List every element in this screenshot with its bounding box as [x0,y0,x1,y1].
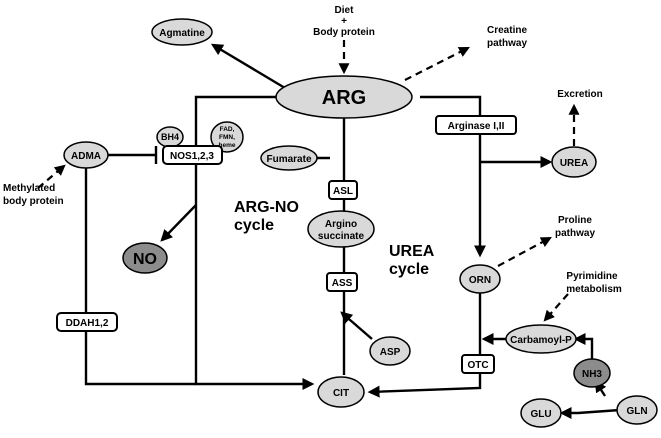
asl-label: ASL [333,186,353,197]
cit-node: CIT [317,376,365,408]
proline-pathway-label: pathway [555,228,595,239]
nh3-node: NH3 [573,358,611,388]
nos-label: NOS1,2,3 [170,151,214,162]
gln-to-glu-arrow [559,407,621,419]
asp-to-ass-arrow [340,311,373,340]
arginase-box: Arginase I,II [435,115,517,135]
orn-to-proline-arrow [497,236,552,267]
otc-label: OTC [467,360,488,371]
fumarate-node: Fumarate [260,145,318,171]
argino-line1-label: Argino [325,219,357,230]
diet-plus-label: + [341,16,347,27]
fumarate-label: Fumarate [266,154,311,165]
diet-label: Diet [335,5,355,16]
adma-to-cit-line [84,168,196,386]
urea-cycle-subtitle: cycle [389,261,429,278]
carbamoyl-label: Carbamoyl-P [510,335,572,346]
arg-to-creatine-arrow [404,47,470,81]
arg-to-orn-arrow [420,95,486,258]
creatine-pathway-label: pathway [487,38,527,49]
proline-label: Proline [558,215,592,226]
carbamoyl-node: Carbamoyl-P [505,324,577,354]
arg-node: ARG [275,75,413,119]
asp-label: ASP [380,347,401,358]
pyrimidine-metabolism-label: metabolism [566,284,622,295]
pyrimidine-label: Pyrimidine [566,271,618,282]
agmatine-node: Agmatine [151,18,213,46]
methylated-to-adma-arrow [37,164,66,189]
ddah-label: DDAH1,2 [66,318,109,329]
otc-box: OTC [461,354,495,374]
pyrimidine-to-carbamoyl-arrow [543,293,569,322]
nh3-to-carbamoyl-arrow [573,333,594,360]
cofactors-node: FAD, FMN, heme [210,121,244,153]
argino-line2-label: succinate [318,231,365,242]
asl-box: ASL [328,180,358,200]
excretion-label: Excretion [557,89,603,100]
free-labels: Diet + Body protein Creatine pathway Exc… [3,5,622,295]
cofactor-fmn-label: FMN, [219,134,235,141]
argininosuccinate-node: Argino succinate [307,210,375,248]
urea-cycle-title: UREA [389,243,435,260]
orn-label: ORN [469,275,491,286]
dashed-connections [37,40,580,322]
nos-to-no-arrow [160,204,197,242]
cit-label: CIT [333,388,349,399]
ass-label: ASS [332,278,353,289]
urea-label: UREA [560,158,588,169]
orn-to-cit-arrow [367,290,482,398]
glu-label: GLU [530,409,551,420]
bh4-node: BH4 [156,126,184,148]
ass-box: ASS [326,272,358,292]
bh4-label: BH4 [161,132,179,142]
urea-node: UREA [551,146,597,178]
gln-label: GLN [626,406,647,417]
nos-box: NOS1,2,3 [162,145,223,165]
arg-no-cycle-subtitle: cycle [234,217,274,234]
adma-label: ADMA [71,151,101,162]
methylated-body-protein-label: body protein [3,196,64,207]
asp-node: ASP [369,336,411,366]
agmatine-label: Agmatine [159,28,205,39]
arginase-label: Arginase I,II [448,121,505,132]
no-node: NO [122,242,168,274]
cofactor-heme-label: heme [219,142,236,149]
body-protein-label: Body protein [313,27,375,38]
arg-to-agmatine-arrow [210,43,286,90]
adma-node: ADMA [63,141,109,169]
glu-node: GLU [520,398,562,428]
arg-no-cycle-title: ARG-NO [234,199,299,216]
nh3-label: NH3 [582,369,602,380]
no-label: NO [133,251,157,268]
methylated-label: Methylated [3,183,55,194]
cofactor-fad-label: FAD, [220,126,235,133]
arg-label: ARG [322,87,366,109]
gln-node: GLN [616,395,658,425]
creatine-label: Creatine [487,25,527,36]
arg-to-cit-loop-arrow [194,95,315,390]
ddah-box: DDAH1,2 [56,312,118,332]
orn-node: ORN [459,264,501,294]
